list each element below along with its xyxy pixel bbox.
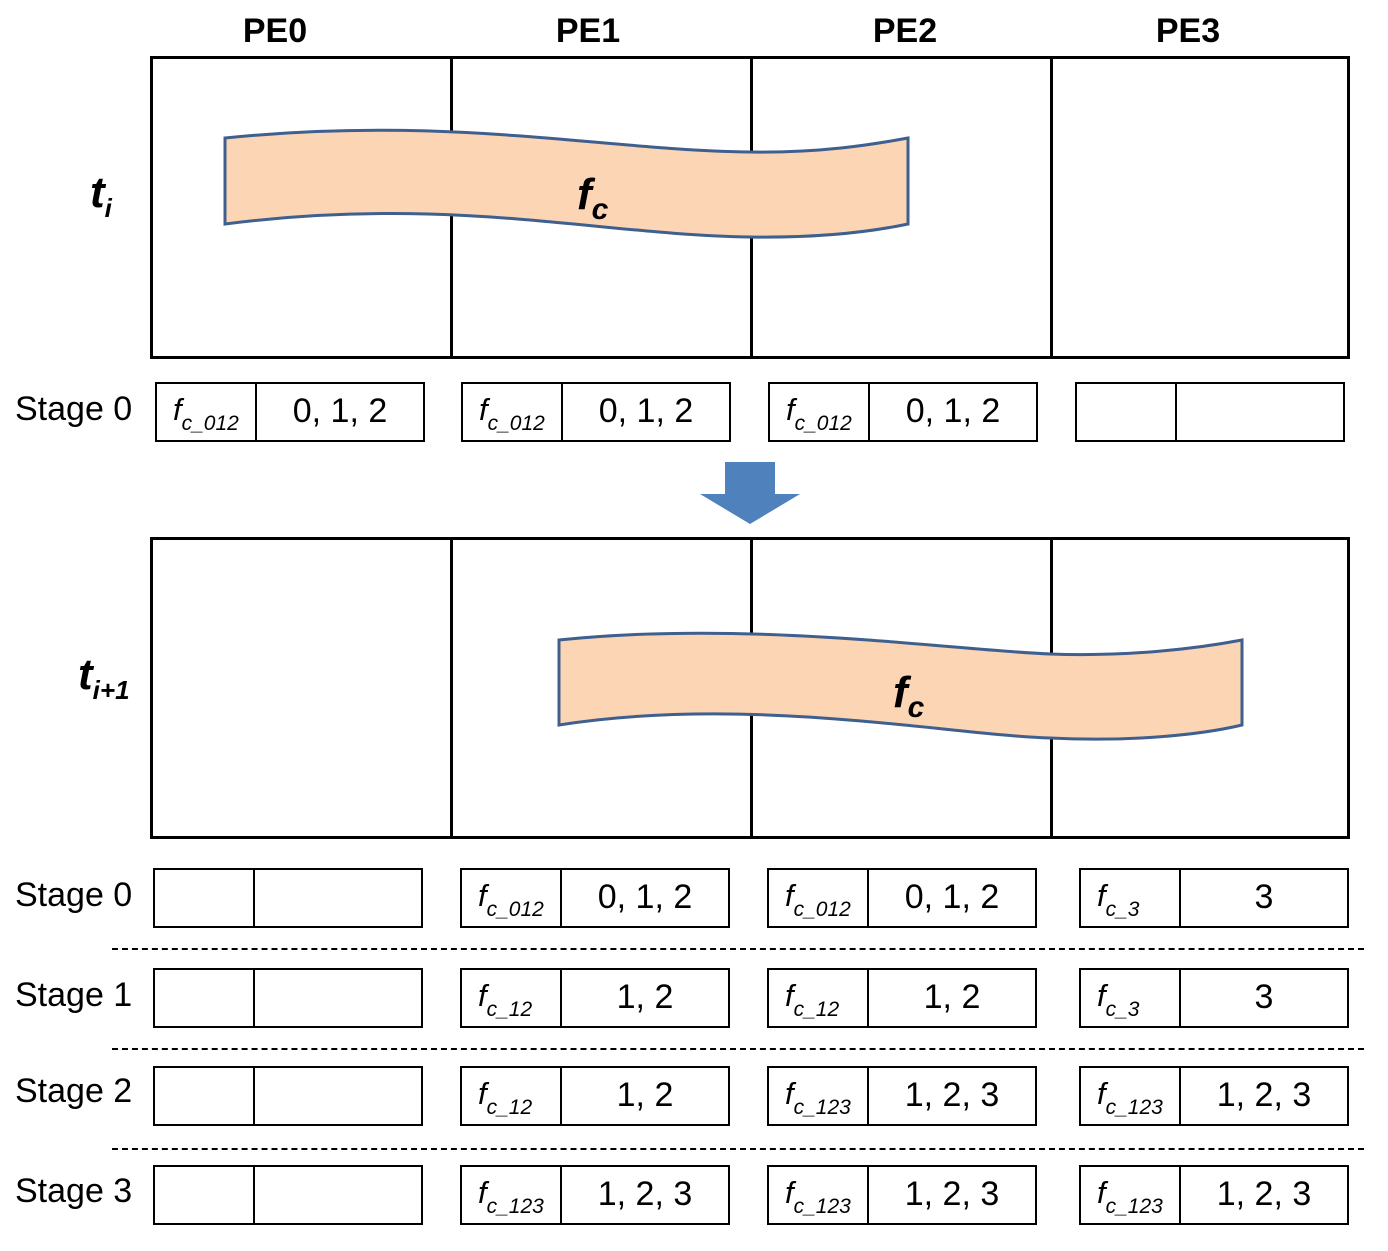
function-label: fc_12 <box>462 1068 562 1124</box>
function-label <box>155 870 255 926</box>
pe-id-list <box>255 1167 421 1223</box>
stage-cell-pe3: fc_123 1, 2, 3 <box>1079 1165 1349 1225</box>
flow-label-ti1: fc <box>893 668 925 724</box>
pe-id-list <box>255 870 421 926</box>
pe-id-list: 1, 2, 3 <box>1216 1076 1312 1114</box>
pe-id-list: 0, 1, 2 <box>598 392 694 430</box>
function-label: fc_3 <box>1081 870 1181 926</box>
function-label: fc_123 <box>769 1167 869 1223</box>
function-label: fc_012 <box>157 384 257 440</box>
stage-separator <box>112 1148 1364 1150</box>
stage-label: Stage 0 <box>15 876 133 914</box>
stage-label: Stage 2 <box>15 1072 133 1110</box>
stage-cell-pe0 <box>153 868 423 928</box>
stage-cell-pe3: fc_123 1, 2, 3 <box>1079 1066 1349 1126</box>
pe-divider <box>1050 59 1053 356</box>
pe-id-list <box>255 970 421 1026</box>
function-label: fc_012 <box>462 870 562 926</box>
pe-id-list: 1, 2, 3 <box>1216 1175 1312 1213</box>
function-label: fc_123 <box>769 1068 869 1124</box>
pe-id-list: 0, 1, 2 <box>597 878 693 916</box>
stage-cell-pe2: fc_012 0, 1, 2 <box>767 868 1037 928</box>
stage-separator <box>112 1048 1364 1050</box>
function-label: fc_012 <box>463 384 563 440</box>
transition-arrow-icon <box>700 462 800 524</box>
function-label <box>155 970 255 1026</box>
pe-id-list: 1, 2 <box>923 978 981 1016</box>
time-label-ti1: ti+1 <box>78 650 130 705</box>
stage-separator <box>112 948 1364 950</box>
pe-id-list: 1, 2 <box>616 1076 674 1114</box>
pe-id-list: 0, 1, 2 <box>905 392 1001 430</box>
pe-id-list <box>255 1068 421 1124</box>
stage-cell-pe2: fc_123 1, 2, 3 <box>767 1165 1037 1225</box>
stage-cell-pe0 <box>153 1066 423 1126</box>
pe-id-list: 0, 1, 2 <box>904 878 1000 916</box>
function-label: fc_3 <box>1081 970 1181 1026</box>
pe-divider <box>450 540 453 836</box>
pe-id-list: 1, 2, 3 <box>597 1175 693 1213</box>
flow-band-ti <box>223 128 910 239</box>
pe-id-list: 3 <box>1254 978 1274 1016</box>
pe3-label: PE3 <box>1155 12 1221 50</box>
stage-cell-pe1: fc_012 0, 1, 2 <box>460 868 730 928</box>
stage-cell-pe0: fc_012 0, 1, 2 <box>155 382 425 442</box>
stage-label: Stage 1 <box>15 976 133 1014</box>
function-label: fc_123 <box>462 1167 562 1223</box>
flow-label-ti: fc <box>577 170 609 226</box>
stage-cell-pe1: fc_12 1, 2 <box>460 1066 730 1126</box>
stage-cell-pe2: fc_012 0, 1, 2 <box>768 382 1038 442</box>
pe-id-list <box>1177 384 1343 440</box>
stage-cell-pe1: fc_123 1, 2, 3 <box>460 1165 730 1225</box>
stage-cell-pe2: fc_123 1, 2, 3 <box>767 1066 1037 1126</box>
function-label <box>155 1068 255 1124</box>
function-label: fc_012 <box>769 870 869 926</box>
pe0-label: PE0 <box>242 12 308 50</box>
pe-id-list: 1, 2, 3 <box>904 1175 1000 1213</box>
stage-cell-pe1: fc_012 0, 1, 2 <box>461 382 731 442</box>
function-label: fc_12 <box>769 970 869 1026</box>
stage-cell-pe3 <box>1075 382 1345 442</box>
stage-cell-pe2: fc_12 1, 2 <box>767 968 1037 1028</box>
function-label: fc_012 <box>770 384 870 440</box>
stage-cell-pe0 <box>153 1165 423 1225</box>
stage-cell-pe3: fc_3 3 <box>1079 868 1349 928</box>
function-label: fc_123 <box>1081 1167 1181 1223</box>
function-label: fc_123 <box>1081 1068 1181 1124</box>
function-label <box>1077 384 1177 440</box>
stage-label: Stage 3 <box>15 1172 133 1210</box>
pe-id-list: 3 <box>1254 878 1274 916</box>
stage-cell-pe3: fc_3 3 <box>1079 968 1349 1028</box>
pe1-label: PE1 <box>555 12 621 50</box>
pe-id-list: 1, 2, 3 <box>904 1076 1000 1114</box>
stage-cell-pe1: fc_12 1, 2 <box>460 968 730 1028</box>
pe-id-list: 0, 1, 2 <box>292 392 388 430</box>
stage-label: Stage 0 <box>15 390 133 428</box>
function-label <box>155 1167 255 1223</box>
function-label: fc_12 <box>462 970 562 1026</box>
stage-cell-pe0 <box>153 968 423 1028</box>
pe2-label: PE2 <box>872 12 938 50</box>
flow-band-ti1 <box>557 631 1244 741</box>
time-label-ti: ti <box>90 168 112 223</box>
pe-id-list: 1, 2 <box>616 978 674 1016</box>
